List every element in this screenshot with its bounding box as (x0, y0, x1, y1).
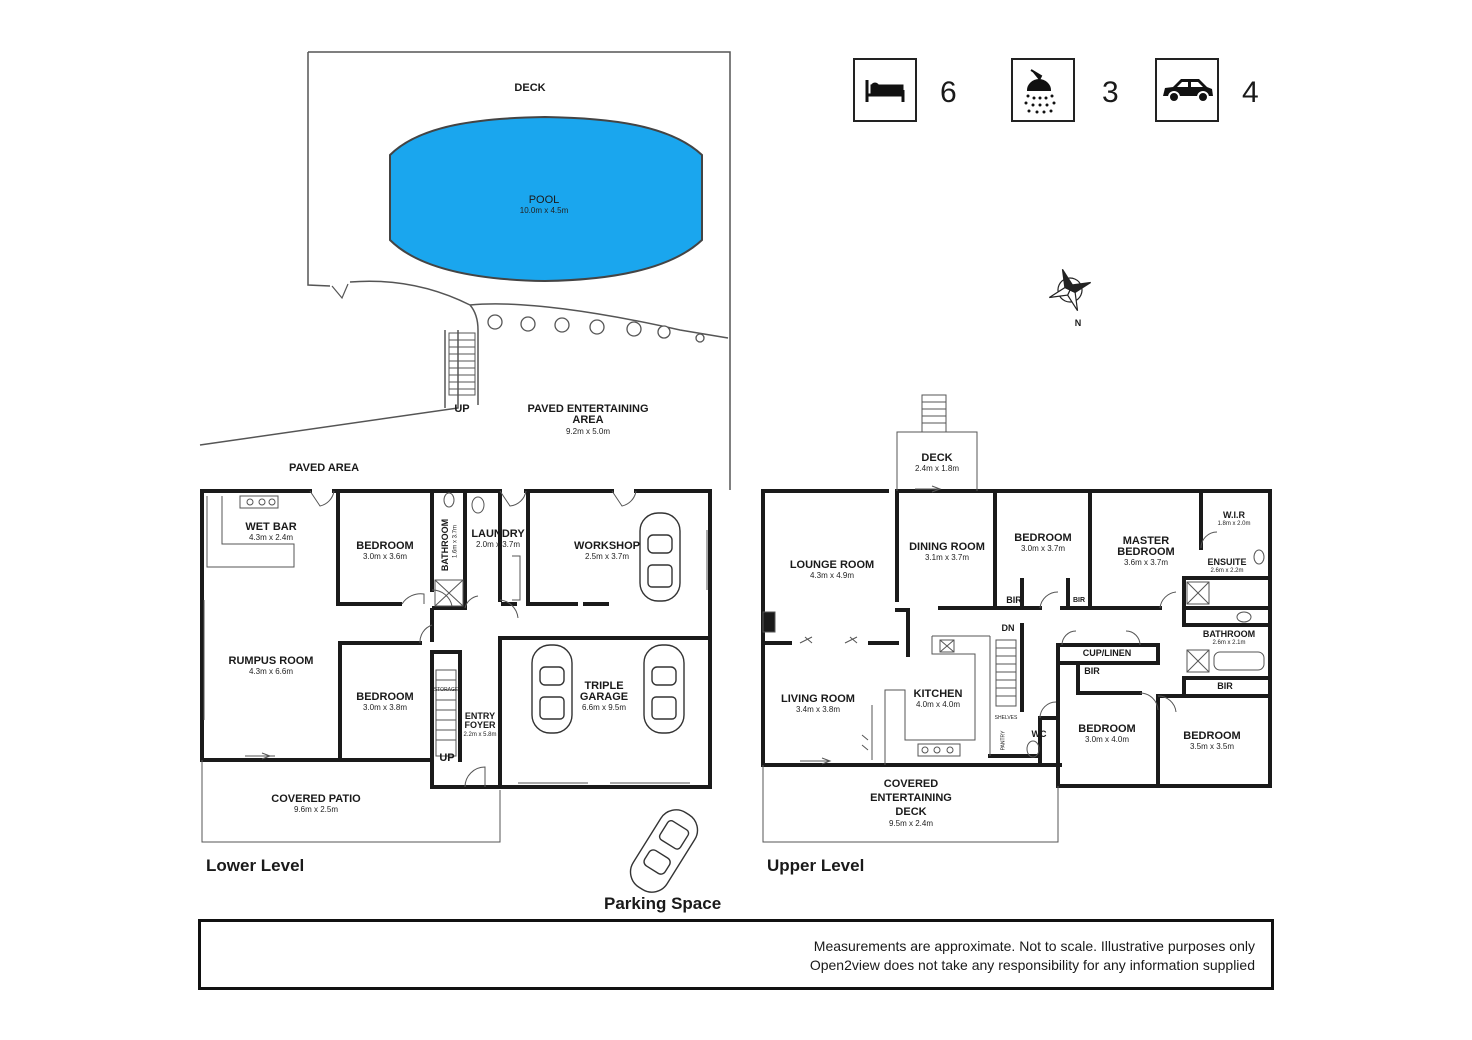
bir-1-label: BIR (1006, 595, 1022, 605)
paved-entertaining-label-2: AREA (572, 414, 604, 426)
covered-deck-label: COVERED (883, 778, 939, 790)
storage-label: STORAGE (433, 687, 459, 693)
covered-deck-dim: 9.5m x 2.4m (888, 819, 934, 828)
rumpus-room-dim: 4.3m x 6.6m (248, 667, 294, 676)
ensuite-label: ENSUITE (1207, 557, 1247, 567)
wir-dim: 1.8m x 2.0m (1217, 521, 1251, 527)
car-icon (1163, 79, 1213, 103)
upper-bedroom-c-dim: 3.5m x 3.5m (1189, 742, 1235, 751)
cup-linen-label: CUP/LINEN (1082, 648, 1132, 658)
upper-bedroom-c-label: BEDROOM (1183, 730, 1241, 742)
kitchen-dim: 4.0m x 4.0m (915, 700, 961, 709)
bed-icon (865, 80, 905, 102)
wir-label: W.I.R (1223, 510, 1245, 520)
lower-bedroom-2-label: BEDROOM (356, 691, 414, 703)
shower-icon-box (1011, 58, 1075, 122)
lower-bathroom-dim: 1.6m x 3.7m (452, 524, 459, 559)
upper-level-walls (761, 489, 1272, 788)
lounge-room-dim: 4.3m x 4.9m (809, 571, 855, 580)
kitchen-label: KITCHEN (913, 688, 963, 700)
bed-count: 6 (940, 76, 957, 109)
upper-level-title: Upper Level (767, 856, 865, 875)
laundry-dim: 2.0m x 3.7m (475, 540, 521, 549)
pool-shape (389, 115, 703, 283)
compass-rose (1049, 269, 1091, 311)
pool-label: POOL (528, 194, 560, 206)
master-bedroom-label-2: BEDROOM (1117, 546, 1175, 558)
paved-entertaining-label: PAVED ENTERTAINING (527, 403, 649, 415)
upper-deck-dim: 2.4m x 1.8m (914, 464, 960, 473)
triple-garage-dim: 6.6m x 9.5m (581, 703, 627, 712)
paved-entertaining-dim: 9.2m x 5.0m (565, 427, 611, 436)
lower-bedroom-1-dim: 3.0m x 3.6m (362, 552, 408, 561)
workshop-label: WORKSHOP (574, 540, 640, 552)
upper-bathroom-label: BATHROOM (1202, 629, 1256, 639)
upper-bedroom-a-dim: 3.0m x 3.7m (1020, 544, 1066, 553)
lower-bedroom-2-dim: 3.0m x 3.8m (362, 703, 408, 712)
rumpus-room-label: RUMPUS ROOM (228, 655, 314, 667)
ensuite-dim: 2.6m x 2.2m (1210, 568, 1244, 574)
lower-bathroom-label: BATHROOM (440, 518, 450, 572)
wet-bar-label: WET BAR (245, 521, 297, 533)
disclaimer-box: Measurements are approximate. Not to sca… (198, 919, 1274, 990)
deck-outline (308, 51, 731, 405)
master-bedroom-label: MASTER (1122, 535, 1170, 547)
disclaimer-line-2: Open2view does not take any responsibili… (809, 957, 1255, 973)
bir-4-label: BIR (1217, 681, 1233, 691)
bir-2-label: BIR (1072, 597, 1086, 604)
dining-room-dim: 3.1m x 3.7m (924, 553, 970, 562)
lower-stairs-up-label: UP (439, 752, 455, 764)
deck-stairs-up-label: UP (454, 403, 470, 415)
lower-level-title: Lower Level (206, 856, 305, 875)
entry-foyer-label-2: FOYER (464, 720, 496, 730)
upper-bathroom-dim: 2.6m x 2.1m (1212, 640, 1246, 646)
dining-room-label: DINING ROOM (909, 541, 985, 553)
planters (487, 314, 705, 343)
disclaimer-line-1: Measurements are approximate. Not to sca… (813, 938, 1255, 954)
living-room-label: LIVING ROOM (781, 693, 855, 705)
covered-patio-label: COVERED PATIO (271, 793, 361, 805)
pantry-label: PANTRY (1000, 730, 1007, 751)
car-icon-box (1155, 58, 1219, 122)
pool-dim: 10.0m x 4.5m (519, 206, 569, 215)
workshop-dim: 2.5m x 3.7m (584, 552, 630, 561)
shelves-label: SHELVES (994, 715, 1018, 721)
deck-label: DECK (514, 82, 546, 94)
wc-label: WC (1031, 729, 1047, 739)
entry-foyer-dim: 2.2m x 5.8m (463, 732, 497, 738)
living-room-dim: 3.4m x 3.8m (795, 705, 841, 714)
stairs-down-label: DN (1001, 623, 1015, 633)
bath-count: 3 (1102, 76, 1119, 109)
covered-patio-dim: 9.6m x 2.5m (293, 805, 339, 814)
lower-bedroom-1-label: BEDROOM (356, 540, 414, 552)
paved-area-label: PAVED AREA (288, 462, 360, 474)
upper-bedroom-b-label: BEDROOM (1078, 723, 1136, 735)
triple-garage-label: TRIPLE (584, 680, 624, 692)
covered-deck-label-2: ENTERTAINING (870, 792, 952, 804)
triple-garage-label-2: GARAGE (579, 691, 629, 703)
outdoor-stairs (448, 332, 476, 396)
upper-bedroom-b-dim: 3.0m x 4.0m (1084, 735, 1130, 744)
compass-north-label: N (1074, 318, 1082, 328)
wet-bar-dim: 4.3m x 2.4m (248, 533, 294, 542)
master-bedroom-dim: 3.6m x 3.7m (1123, 558, 1169, 567)
bir-3-label: BIR (1084, 666, 1100, 676)
upper-deck-label: DECK (921, 452, 953, 464)
entry-foyer-label: ENTRY (464, 711, 496, 721)
laundry-label: LAUNDRY (471, 528, 525, 540)
shower-icon (1024, 69, 1056, 114)
car-count: 4 (1242, 76, 1259, 109)
lounge-room-label: LOUNGE ROOM (789, 559, 875, 571)
parking-space-label: Parking Space (604, 894, 722, 913)
bed-icon-box (853, 58, 917, 122)
lower-level-walls (200, 489, 712, 789)
garage-cars (531, 512, 699, 893)
upper-bedroom-a-label: BEDROOM (1014, 532, 1072, 544)
covered-deck-label-3: DECK (895, 806, 927, 818)
